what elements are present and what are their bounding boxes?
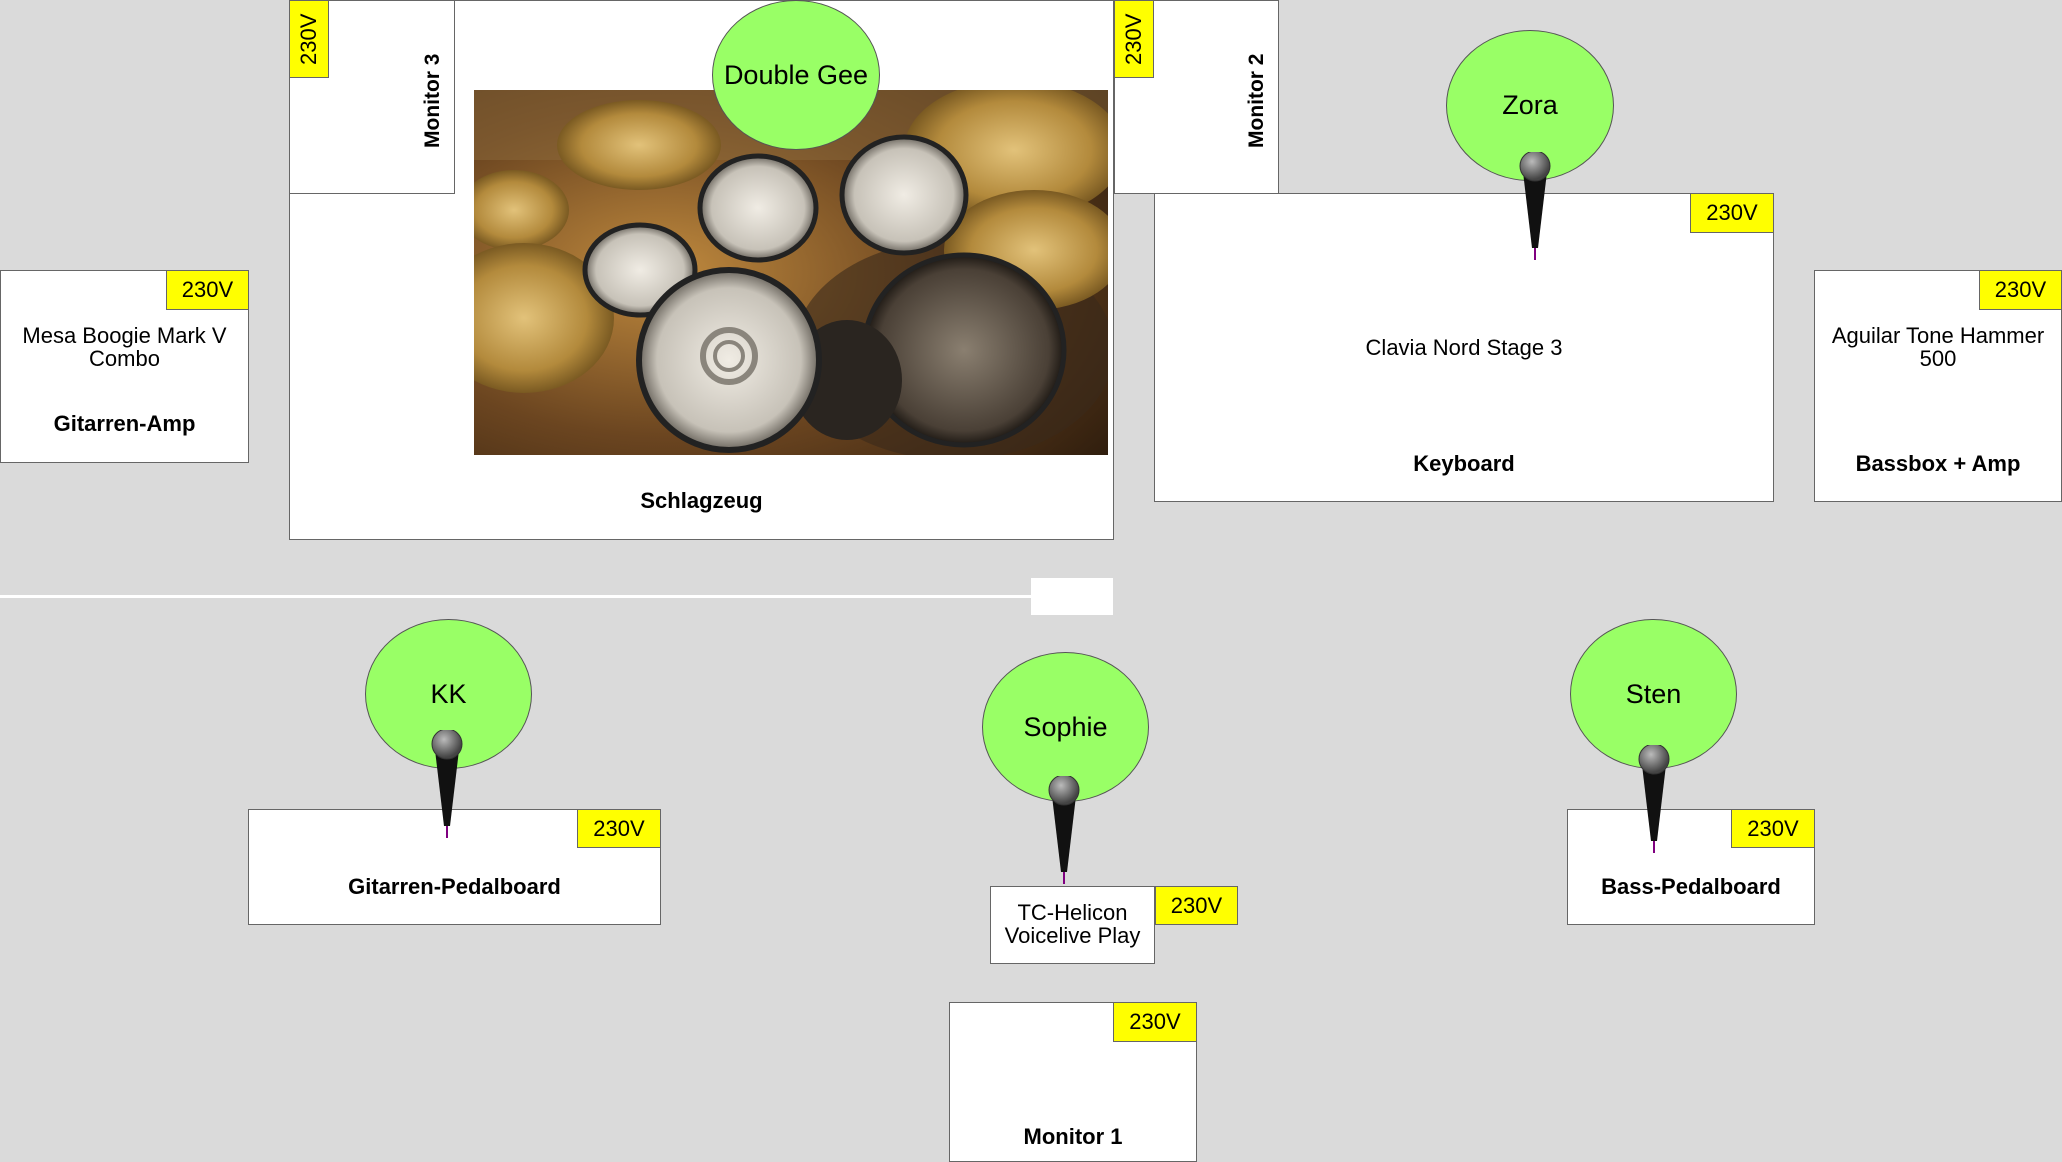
microphone-icon bbox=[427, 728, 467, 838]
keyboard bbox=[1154, 193, 1774, 502]
monitor-1-label: Monitor 1 bbox=[1023, 1124, 1123, 1149]
vocal-fx-model: TC-Helicon Voicelive Play bbox=[1004, 900, 1141, 949]
monitor-3-label: Monitor 3 bbox=[421, 53, 444, 149]
power-badge: 230V bbox=[166, 270, 249, 310]
person-drummer: Double Gee bbox=[712, 0, 880, 150]
stage-divider-block bbox=[1031, 578, 1113, 615]
bass-amp-model: Aguilar Tone Hammer 500 bbox=[1831, 323, 2045, 372]
guitar-pedalboard-label: Gitarren-Pedalboard bbox=[348, 874, 561, 899]
power-badge: 230V bbox=[1731, 809, 1815, 848]
bass-amp-label: Bassbox + Amp bbox=[1855, 451, 2021, 476]
monitor-2-label: Monitor 2 bbox=[1245, 53, 1268, 149]
power-badge: 230V bbox=[1690, 193, 1774, 233]
vocal-fx bbox=[990, 886, 1155, 964]
power-badge: 230V bbox=[1979, 270, 2062, 310]
bass-pedalboard-label: Bass-Pedalboard bbox=[1601, 874, 1781, 899]
power-badge: 230V bbox=[1113, 1002, 1197, 1042]
power-badge: 230V bbox=[289, 0, 329, 78]
microphone-icon bbox=[1044, 774, 1084, 884]
guitar-amp-label: Gitarren-Amp bbox=[53, 411, 196, 436]
stage-divider bbox=[0, 595, 1032, 598]
power-badge: 230V bbox=[577, 809, 661, 848]
power-badge: 230V bbox=[1114, 0, 1154, 78]
microphone-icon bbox=[1634, 743, 1674, 853]
keyboard-model: Clavia Nord Stage 3 bbox=[1365, 335, 1563, 360]
microphone-icon bbox=[1515, 150, 1555, 260]
drums-label: Schlagzeug bbox=[640, 488, 763, 513]
guitar-amp-model: Mesa Boogie Mark V Combo bbox=[22, 323, 227, 372]
power-badge: 230V bbox=[1155, 886, 1238, 925]
keyboard-label: Keyboard bbox=[1413, 451, 1515, 476]
